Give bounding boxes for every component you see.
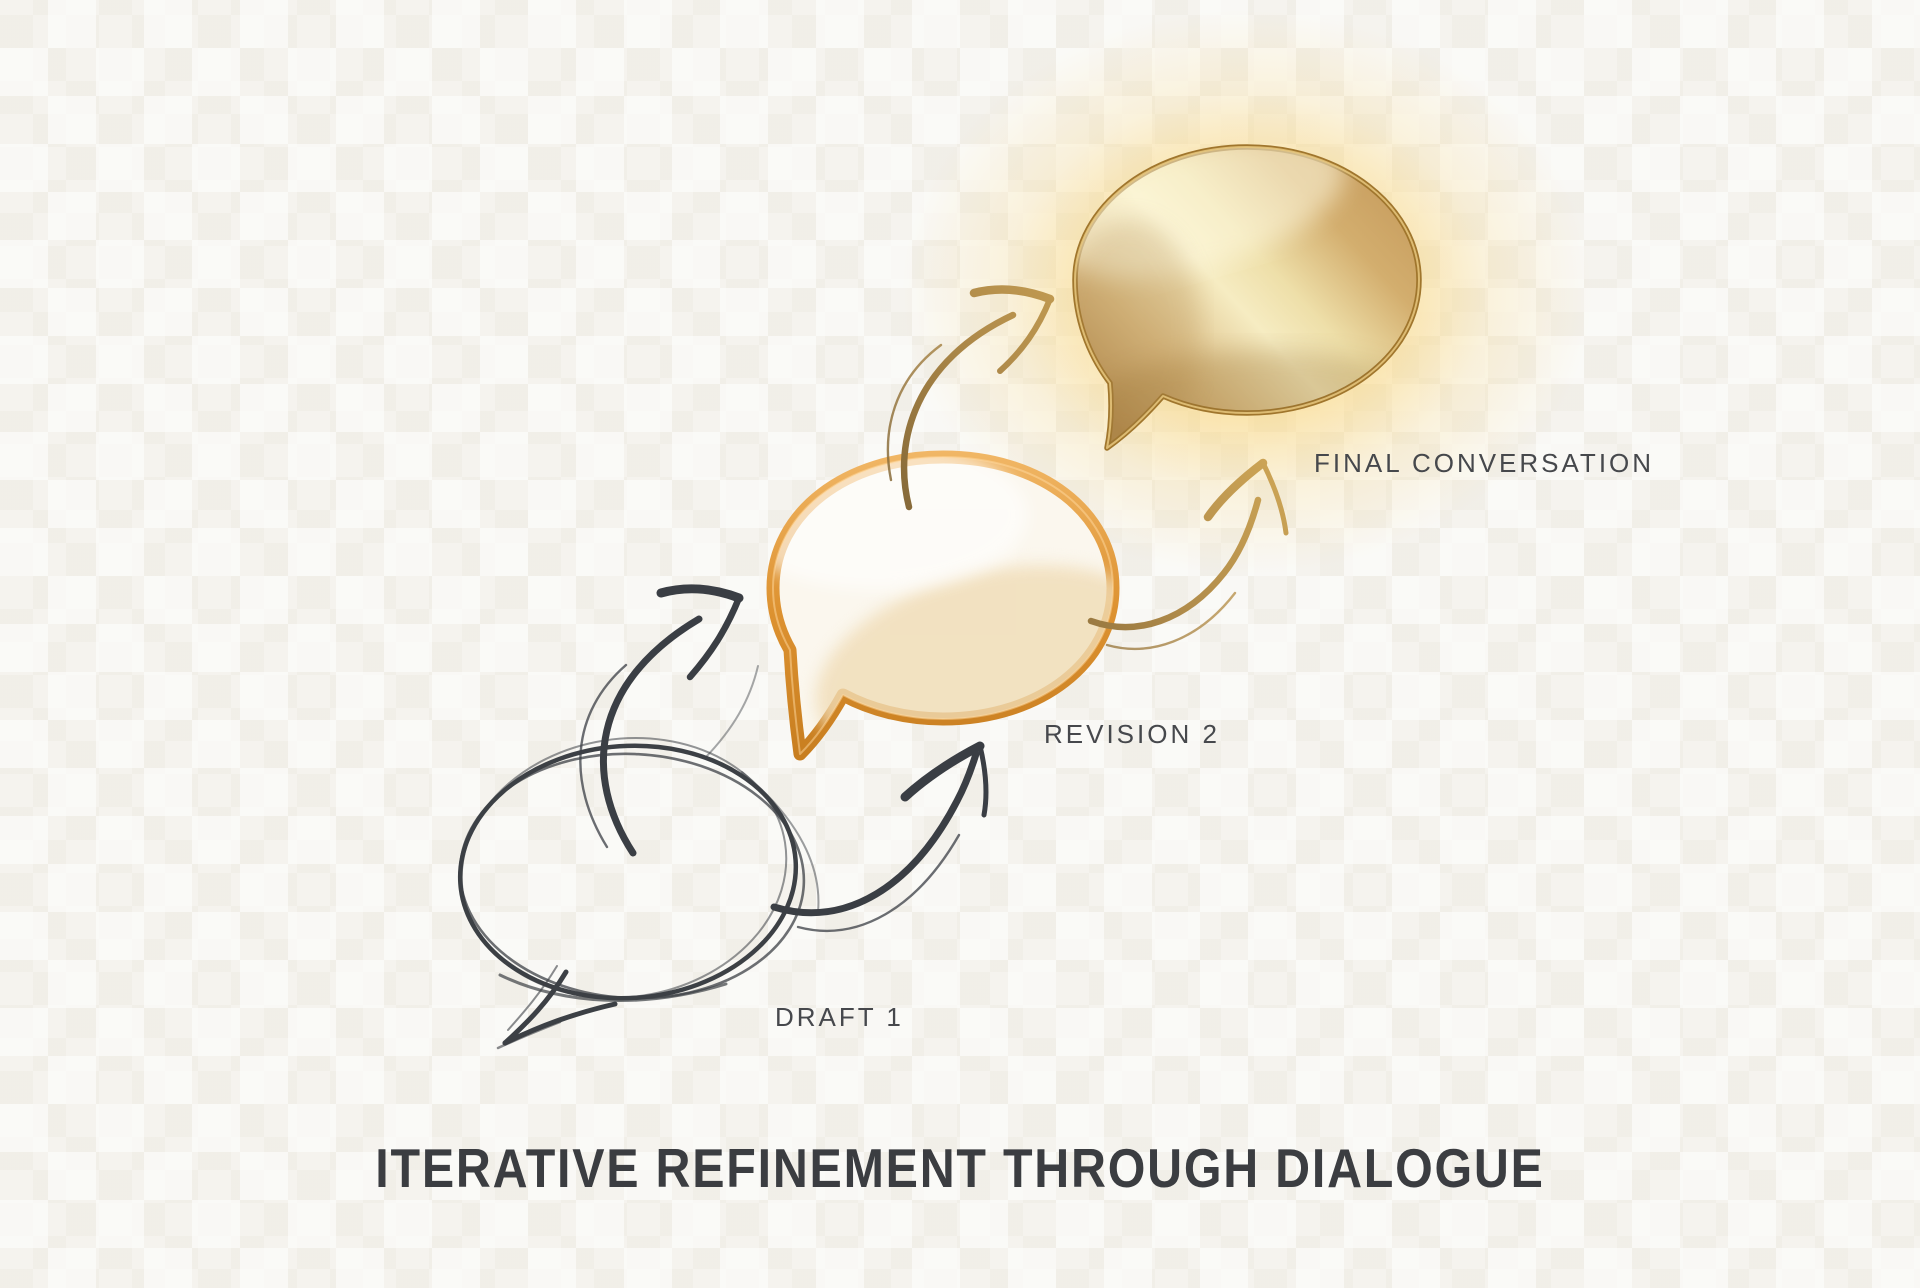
sketch-speech-bubble-icon <box>457 665 820 1050</box>
arrow-draft-to-revision-lower-icon <box>770 741 989 932</box>
stage-label-draft: DRAFT 1 <box>775 1002 904 1032</box>
stage-label-final: FINAL CONVERSATION <box>1314 448 1655 478</box>
arrow-revision-to-final-lower-icon <box>1087 458 1289 650</box>
arrow-revision-to-final-upper-icon <box>886 285 1055 511</box>
diagram-title: ITERATIVE REFINEMENT THROUGH DIALOGUE <box>375 1137 1545 1199</box>
arrow-draft-to-revision-upper-icon <box>579 584 744 857</box>
stage-label-revision: REVISION 2 <box>1044 719 1220 749</box>
